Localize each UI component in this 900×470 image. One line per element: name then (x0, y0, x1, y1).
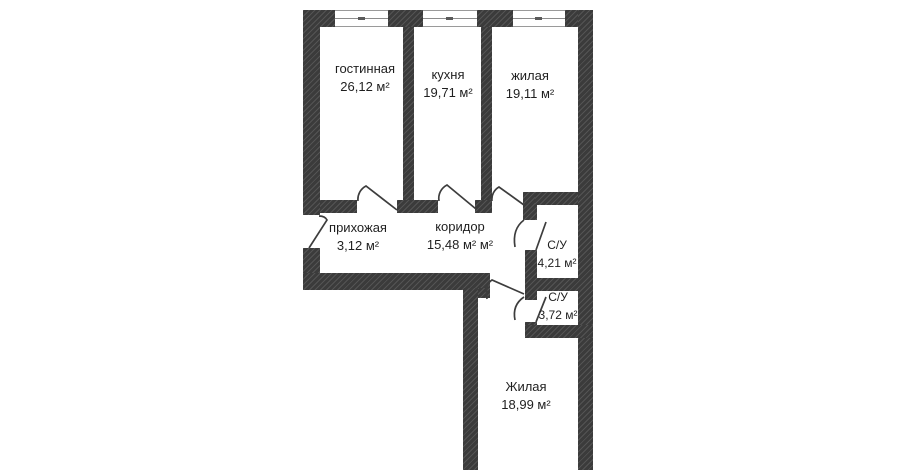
room-name: Жилая (505, 379, 547, 394)
room-area: 3,72 м² (538, 308, 578, 322)
wall-corridor-top-2 (397, 200, 438, 213)
room-label-bathroom1: С/У 4,21 м² (492, 239, 622, 270)
room-area: 4,21 м² (537, 256, 577, 270)
door-bedroom-top (491, 185, 525, 206)
room-area: 3,12 м² (336, 238, 380, 253)
room-name: С/У (548, 290, 568, 304)
wall-bathroom1-top (535, 192, 578, 205)
room-name: кухня (431, 67, 465, 82)
room-area: 26,12 м² (340, 79, 390, 94)
window-living-room (335, 10, 388, 27)
wall-corridor-top-1 (320, 200, 357, 213)
wall-corridor-bottom (303, 273, 490, 290)
wall-corridor-top-3 (475, 200, 492, 213)
room-label-livingroom: гостинная 26,12 м² (300, 62, 430, 93)
wall-right (578, 10, 593, 470)
wall-bathroom2-left-upper (525, 278, 537, 300)
wall-left-upper (303, 10, 320, 215)
wall-bathroom1-left (525, 250, 537, 280)
room-name: гостинная (334, 61, 396, 76)
room-label-hallway: прихожая 3,12 м² (293, 221, 423, 252)
wall-bathrooms-separator (525, 278, 578, 291)
wall-bathroom1-hinge-block (523, 192, 537, 220)
room-name: С/У (547, 238, 567, 252)
room-area: 15,48 м² м² (426, 237, 494, 252)
wall-top-segment-3 (477, 10, 513, 27)
window-center-tick (357, 16, 365, 20)
room-label-bathroom2: С/У 3,72 м² (493, 291, 623, 322)
wall-divider-kitchen-bedroom (481, 27, 492, 213)
wall-bathroom2-bottom (525, 325, 593, 338)
window-center-tick (446, 16, 453, 20)
wall-divider-livingroom-kitchen (403, 27, 414, 213)
door-livingroom (357, 184, 398, 211)
room-name: жилая (511, 68, 549, 83)
room-name: прихожая (329, 220, 387, 235)
room-label-bedroom-bottom: Жилая 18,99 м² (461, 380, 591, 411)
room-area: 19,71 м² (423, 85, 473, 100)
window-kitchen (423, 10, 477, 27)
wall-top-segment-2 (388, 10, 423, 27)
window-center-tick (535, 16, 542, 20)
window-bedroom (513, 10, 565, 27)
room-area: 18,99 м² (501, 397, 551, 412)
wall-bottomroom-left (463, 288, 478, 470)
door-kitchen (437, 183, 477, 210)
room-label-bedroom-top: жилая 19,11 м² (465, 69, 595, 100)
room-area: 19,11 м² (505, 86, 555, 101)
room-name: коридор (435, 219, 485, 234)
wall-door-jamb-stub (478, 288, 490, 298)
room-label-kitchen: кухня 19,71 м² (383, 68, 513, 99)
room-label-corridor: коридор 15,48 м² м² (395, 220, 525, 251)
